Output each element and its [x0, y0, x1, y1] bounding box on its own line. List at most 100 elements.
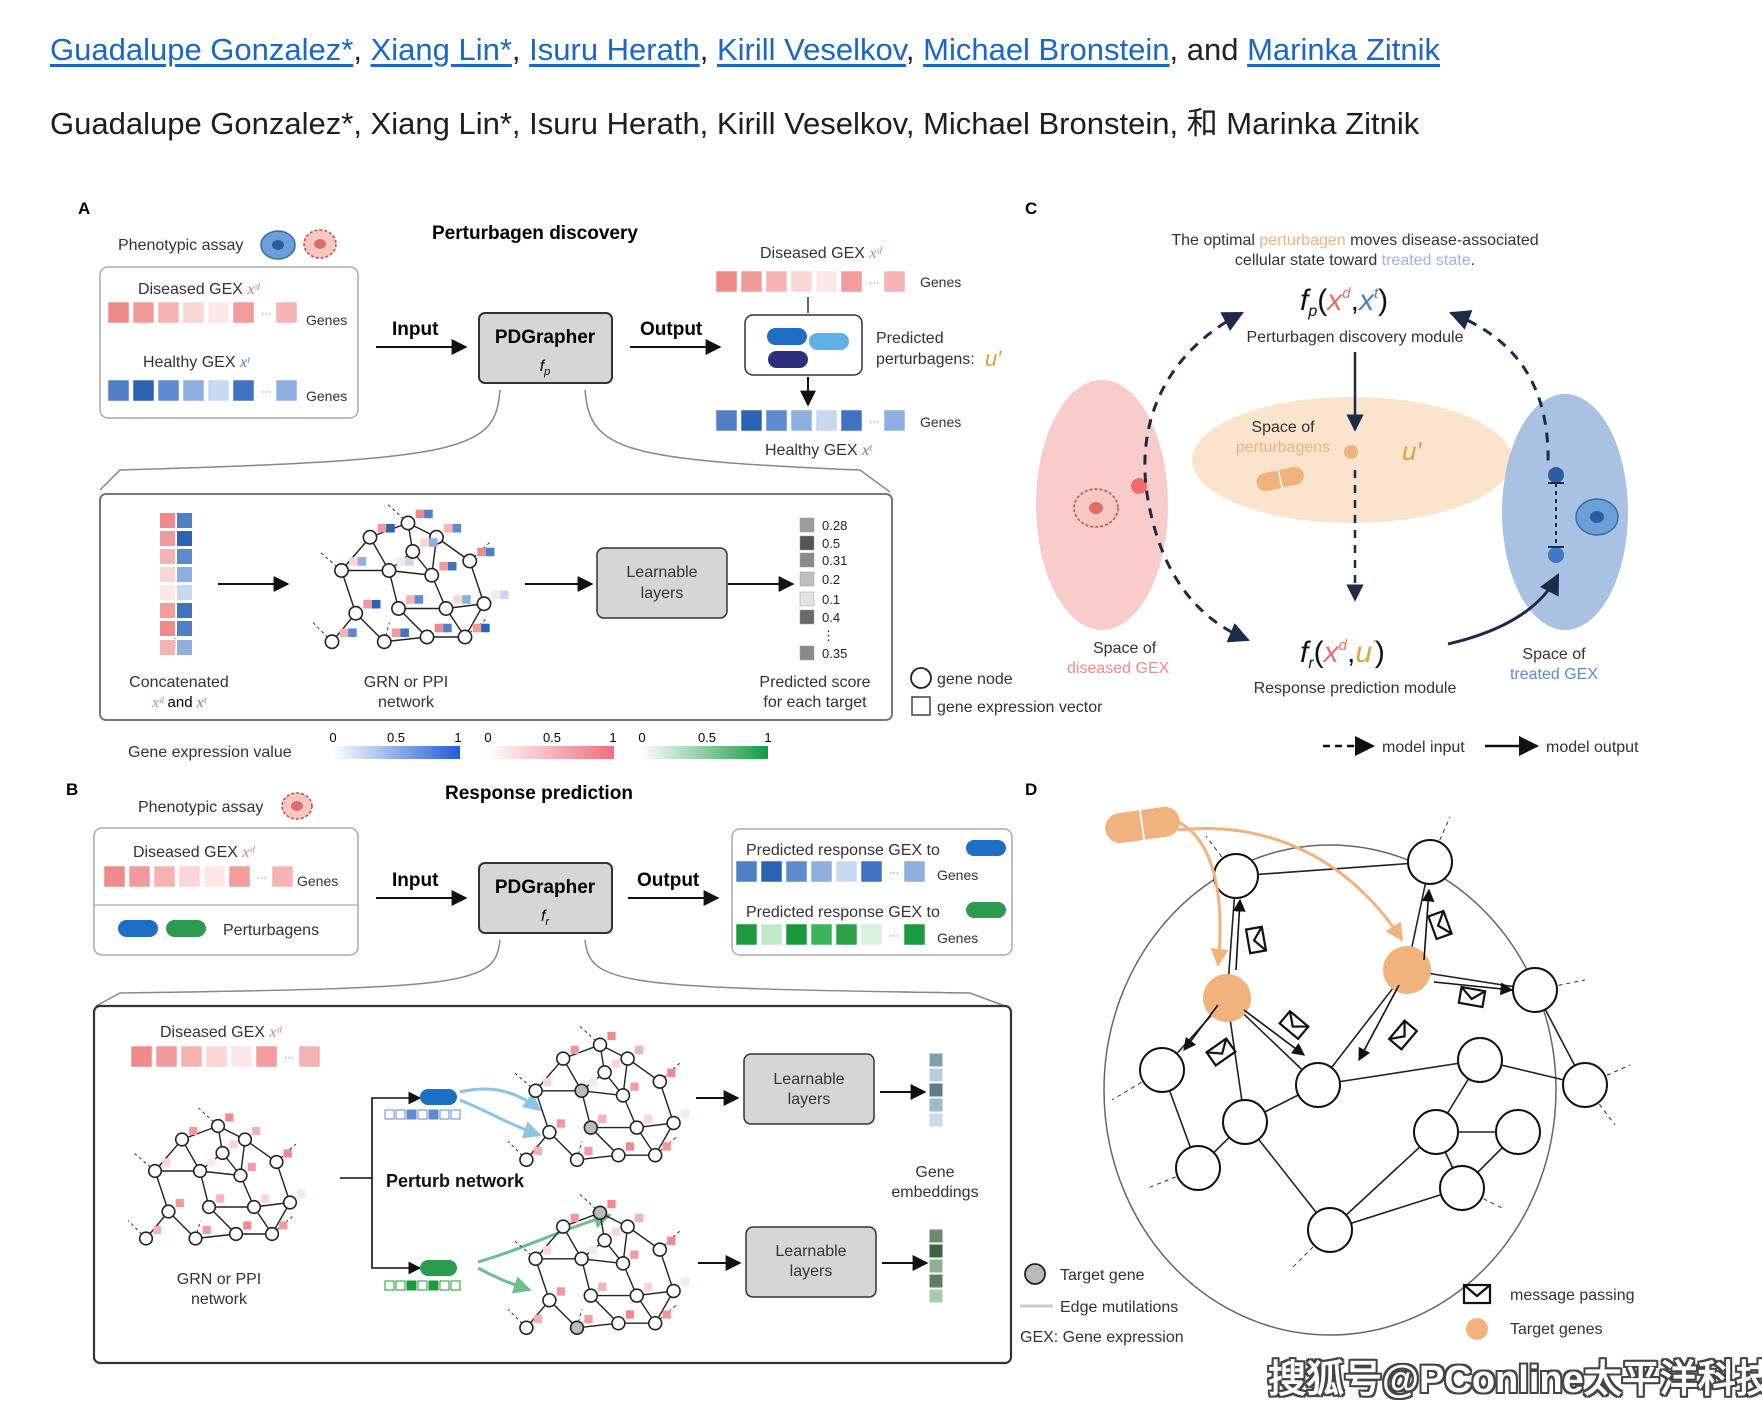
edge-stub	[387, 503, 409, 524]
gex-cell	[634, 1045, 644, 1054]
score-value: 0.5	[822, 536, 840, 551]
gene-node	[519, 1320, 534, 1336]
treated-gex-label: treated GEX	[1510, 666, 1598, 683]
genes-label: Genes	[920, 414, 961, 430]
gex-cell	[481, 623, 490, 633]
pdgrapher-box	[478, 312, 613, 384]
gene-node	[233, 1168, 248, 1183]
layers-label: layers	[788, 1091, 831, 1108]
panel-a-letter: A	[78, 199, 90, 218]
predicted-response-label: Predicted response GEX to	[746, 904, 940, 921]
gex-cell	[452, 523, 462, 533]
network-label: network	[191, 1291, 248, 1308]
gex-cell	[424, 509, 433, 519]
gex-cell	[485, 547, 495, 557]
gene-node	[362, 529, 378, 545]
panel-d: D Target gene Edge mutilations GEX: Gene…	[1020, 780, 1635, 1346]
fp-label: fp	[540, 358, 551, 378]
space-perturbagens-label: perturbagens	[1236, 439, 1330, 456]
gex-cell	[735, 860, 758, 883]
space-of-label: Space of	[1522, 646, 1586, 663]
diseased-gex-label: Diseased GEX xᵈ	[160, 1024, 282, 1041]
learnable-layers-box	[596, 547, 728, 619]
author-link-5[interactable]: Michael Bronstein	[923, 32, 1170, 67]
diseased-gex-vector: ···	[715, 270, 906, 293]
gex-cell	[810, 860, 833, 883]
author-link-2[interactable]: Xiang Lin*	[370, 32, 512, 67]
legend-gene-node-icon	[910, 667, 932, 689]
pill-icon	[420, 1089, 457, 1105]
embedding-cell	[928, 1273, 944, 1289]
gene-node	[334, 563, 349, 578]
pill-icon	[1105, 806, 1180, 844]
ellipsis: ···	[889, 868, 899, 879]
network-label: network	[378, 694, 435, 711]
gex-cell	[860, 860, 883, 883]
legend-target-gene-icon	[1024, 1263, 1046, 1285]
embedding-cell	[928, 1112, 944, 1128]
gex-cell	[177, 567, 192, 582]
legend-gex-vector: gene expression vector	[937, 699, 1103, 716]
svg-text:0.5: 0.5	[387, 730, 405, 745]
author-link-6[interactable]: Marinka Zitnik	[1247, 32, 1441, 67]
gene-node	[629, 1288, 645, 1303]
author-link-4[interactable]: Kirill Veselkov	[716, 32, 906, 67]
target-gene-node	[592, 1205, 608, 1221]
gex-cell	[203, 865, 226, 888]
score-cell	[799, 571, 815, 587]
gex-cell	[630, 1250, 639, 1259]
gex-cell	[357, 557, 367, 566]
gex-cell	[132, 301, 155, 324]
edge-stub	[507, 1309, 527, 1329]
u-prime-label: u′	[1402, 436, 1422, 466]
author-and: , and	[1169, 32, 1248, 67]
cell-red-icon	[1073, 488, 1119, 528]
perturbation-cell	[417, 1280, 428, 1291]
gex-cell	[349, 557, 358, 566]
gex-cell	[715, 270, 738, 293]
gene-node	[569, 1152, 585, 1168]
gex-cell	[588, 1077, 598, 1087]
author-link-3[interactable]: Isuru Herath	[529, 32, 700, 67]
gex-cell	[177, 621, 192, 636]
gex-cell	[207, 301, 230, 324]
genes-label: Genes	[937, 867, 978, 883]
gex-cell	[434, 623, 444, 633]
phenotypic-assay-label: Phenotypic assay	[138, 799, 263, 816]
gex-cell	[406, 595, 415, 604]
gene-node	[615, 1256, 631, 1271]
legend-model-input: model input	[1382, 739, 1465, 756]
gex-cell	[790, 409, 813, 432]
gex-cell	[667, 1068, 676, 1077]
healthy-gex-label: Healthy GEX xᵗ	[765, 442, 873, 459]
author-link-1[interactable]: Guadalupe Gonzalez*	[50, 32, 354, 67]
ellipsis: ···	[869, 278, 879, 289]
gene-node	[615, 1088, 631, 1103]
gene-node	[1295, 1062, 1341, 1108]
score-value: 0.2	[822, 572, 840, 587]
panel-b-title: Response prediction	[445, 783, 633, 804]
concatenated-vector: ⋮	[160, 513, 192, 655]
gex-cell	[177, 513, 192, 528]
gex-cell	[128, 865, 151, 888]
edge-stub	[312, 622, 333, 643]
panel-c: C The optimal perturbagen moves disease-…	[1025, 199, 1639, 756]
message-arrow	[1433, 981, 1514, 996]
gene-node	[1512, 967, 1558, 1013]
for-each-target-label: for each target	[763, 694, 867, 711]
embedding-cell	[928, 1097, 944, 1113]
ellipsis: ···	[284, 1053, 294, 1064]
edge	[659, 1249, 675, 1292]
gex-cell	[157, 379, 180, 402]
author-sep: ,	[353, 32, 371, 67]
gene-node	[376, 634, 392, 650]
watermark: 搜狐号@PConline太平洋科技	[1268, 1359, 1762, 1401]
perturbation-vector	[384, 1280, 461, 1291]
gex-cell	[439, 561, 448, 571]
gex-cell	[157, 301, 180, 324]
gene-node	[1222, 1099, 1268, 1145]
gene-node	[438, 601, 454, 616]
gex-cell	[386, 523, 395, 533]
gex-cell	[160, 640, 175, 655]
score-cell	[799, 552, 815, 568]
